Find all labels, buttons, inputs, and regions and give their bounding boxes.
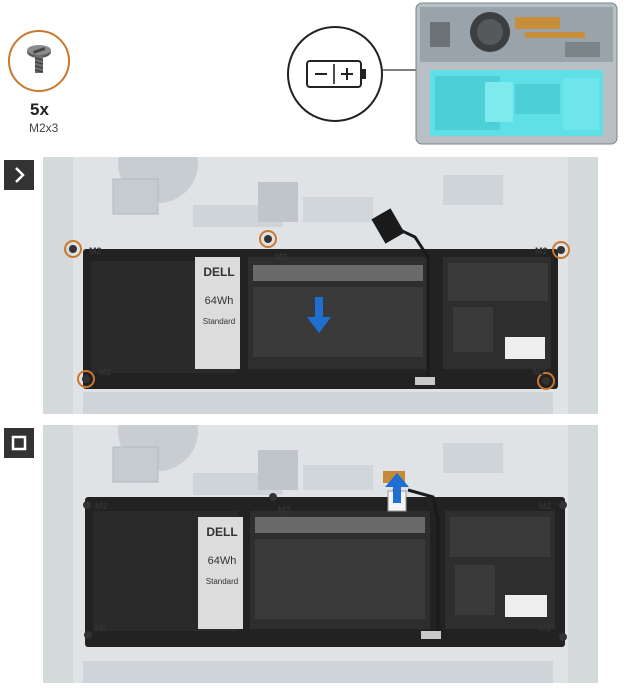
screw-quantity: 5x (30, 100, 49, 119)
chevron-right-icon (15, 167, 25, 183)
screw-label: M2 (95, 623, 108, 633)
screw-label: M2 (275, 252, 288, 262)
screw-callout (8, 30, 70, 92)
screw-label: M2 (533, 367, 546, 377)
step-1-badge (4, 160, 34, 190)
screw-icon (27, 45, 51, 73)
screw-label: M2 (535, 246, 548, 256)
battery-symbol-icon (306, 60, 366, 88)
step-2-panel: M2 M2 M2 M2 M2 DELL 64Wh Standard (43, 425, 598, 683)
step-2-badge (4, 428, 34, 458)
screw-label: M2 (95, 501, 108, 511)
battery-grade: Standard (202, 317, 236, 326)
battery-brand: DELL (203, 265, 235, 279)
screw-label: M2 (539, 623, 552, 633)
battery-capacity: 64Wh (207, 555, 237, 567)
battery-grade: Standard (205, 577, 239, 586)
laptop-overview (415, 2, 618, 145)
square-icon (11, 435, 27, 451)
battery-brand: DELL (206, 525, 238, 539)
screw-label: M2 (89, 246, 102, 256)
battery-capacity: 64Wh (204, 295, 234, 307)
screw-label: M2 (539, 501, 552, 511)
screw-label: M2 (99, 367, 112, 377)
screw-size: M2x3 (29, 121, 59, 135)
battery-symbol-callout (287, 26, 383, 122)
screw-label: M2 (278, 505, 291, 515)
step-1-panel: M2 M2 M2 M2 M2 DELL 64Wh Standard (43, 157, 598, 414)
